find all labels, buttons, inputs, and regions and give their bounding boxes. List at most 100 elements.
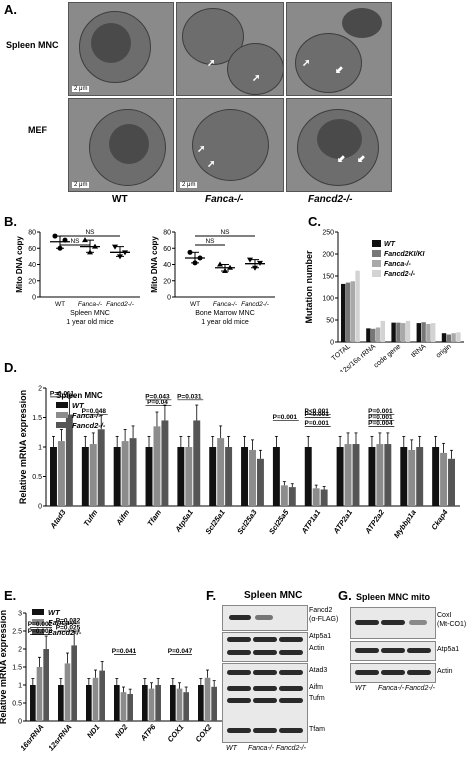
bar [320,489,328,506]
band [229,615,251,620]
significance-label: NS [85,229,95,236]
x-tick-label: ATP2a2 [363,507,387,536]
blot-atp5a1-actin [222,632,308,662]
band [227,686,251,691]
data-point [257,260,263,266]
bar [440,452,448,506]
x-tick-label: Tfam [145,508,163,528]
bar [170,685,176,721]
legend-swatch [32,619,44,625]
bar [155,685,161,721]
bar [217,438,225,506]
row-label-mef: MEF [28,125,47,135]
legend-label: Fancd2-/- [384,271,416,278]
bar [81,447,89,506]
p-value-label: P=0.025 [56,625,81,632]
significance-label: NS [70,238,80,245]
data-point [217,261,223,267]
data-point [117,254,123,260]
scale-bar: 2 μm [180,182,198,188]
x-tick-label: Tufm [82,508,100,528]
bar [209,447,217,506]
band [253,670,277,675]
arrow-icon: ➚ [207,58,216,69]
bar [204,677,211,721]
panel-b-letter: B. [4,214,17,229]
x-tick-label: ND1 [85,723,102,740]
chart-subtitle: Spleen MNC [56,391,103,400]
blot-actin-g [350,663,436,683]
x-tick-label: Scl25a3 [235,507,259,536]
y-tick-label: 1.5 [32,415,42,422]
y-tick-label: 150 [322,274,334,281]
p-value-label: P=0.004 [368,420,393,427]
bar [341,283,346,342]
x-tick-label: WT [55,301,65,308]
scale-bar: 2 μm [72,86,90,92]
data-point [192,260,198,266]
y-tick-label: 1.5 [12,665,22,672]
bar [177,447,185,506]
bar [89,444,97,506]
arrow-icon: ➚ [252,73,261,84]
legend-label: Fanca-/- [48,618,77,627]
y-tick-label: 60 [28,246,36,253]
bar [145,447,153,506]
x-tick-label: ATP1a1 [299,508,322,536]
bar [99,670,105,721]
bar [241,447,249,506]
legend-swatch [32,629,44,635]
x-tick-label: WT [190,301,200,308]
band [381,620,405,625]
blot-label-tfam: Tfam [309,726,325,733]
lane-label-fancd2-g: Fancd2-/- [405,685,435,692]
blot-label-atp5a1-g: Atp5a1 [437,646,460,653]
y-tick-label: 1 [18,683,22,690]
bar [272,447,280,506]
blot-label-flag: (α-FLAG) [309,616,339,623]
bar [36,667,43,721]
panel-g-title: Spleen MNC mito [356,592,431,602]
band [279,637,303,642]
x-tick-label: Fancd2-/- [106,301,135,308]
legend-label: WT [384,241,396,248]
bar [431,323,436,342]
lane-label-wt: WT [226,745,237,752]
lane-label-wt-g: WT [355,685,366,692]
bar [376,444,384,506]
bar [336,447,344,506]
band [253,698,277,703]
row-label-spleen: Spleen MNC [6,40,59,50]
legend-swatch [56,412,68,418]
data-point [57,245,63,251]
legend-label: Fancd2KI/KI [384,251,426,258]
legend-label: WT [48,608,61,617]
data-point [52,233,58,239]
blot-label-aifm: Aifm [309,684,323,691]
bar [384,444,392,506]
bar [198,685,204,721]
band [407,670,431,675]
arrow-icon: ⬋ [357,154,366,165]
y-tick-label: 20 [163,278,171,285]
data-point [197,255,203,261]
blot-label-actin: Actin [309,645,325,652]
band [227,728,251,733]
p-value-label: P=0.011 [50,390,74,397]
y-tick-label: 200 [322,252,334,259]
bar [408,449,416,506]
col-label-wt: WT [112,194,128,205]
bar [380,320,385,342]
panel-g-letter: G. [338,588,352,603]
x-tick-label: Aifm [114,508,132,528]
bar [185,447,193,506]
y-tick-label: 40 [163,262,171,269]
y-tick-label: 1 [38,445,42,452]
y-tick-label: 3 [18,611,22,618]
data-point [87,249,93,255]
data-point [187,249,193,255]
blot-label-tufm: Tufm [309,695,325,702]
bar [153,426,161,506]
